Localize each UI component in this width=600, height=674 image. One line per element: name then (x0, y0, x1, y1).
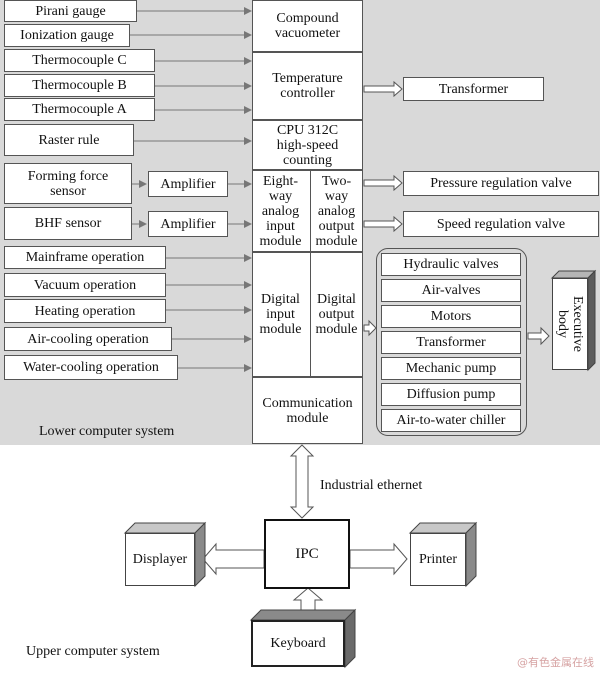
digital-output-module-label: Digital output module (315, 292, 358, 337)
analog-module-box (252, 170, 363, 252)
executive-body-box: Executive body (552, 278, 588, 370)
printer-box: Printer (410, 533, 466, 586)
communication-module-box: Communication module (252, 377, 363, 444)
analog-divider (310, 171, 311, 251)
keyboard-box: Keyboard (251, 620, 345, 667)
industrial-ethernet-label: Industrial ethernet (320, 478, 423, 493)
amplifier-box: Amplifier (148, 211, 228, 237)
transformer-output-box: Transformer (403, 77, 544, 101)
analog-input-module-label: Eight- way analog input module (259, 173, 302, 249)
compound-vacuometer-box: Compound vacuometer (252, 0, 363, 52)
actuator-item: Air-valves (381, 279, 521, 302)
pressure-regulation-valve-box: Pressure regulation valve (403, 171, 599, 196)
vacuum-operation-box: Vacuum operation (4, 273, 166, 297)
actuator-item: Air-to-water chiller (381, 409, 521, 432)
actuator-item: Motors (381, 305, 521, 328)
executive-body-label: Executive body (555, 296, 586, 352)
upper-arrows (202, 542, 408, 617)
mainframe-operation-box: Mainframe operation (4, 246, 166, 269)
lower-computer-system-label: Lower computer system (39, 424, 175, 439)
speed-regulation-valve-box: Speed regulation valve (403, 211, 599, 237)
bhf-sensor-box: BHF sensor (4, 207, 132, 240)
air-cooling-operation-box: Air-cooling operation (4, 327, 172, 351)
amplifier-box: Amplifier (148, 171, 228, 197)
cpu-312c-box: CPU 312C high-speed counting (252, 120, 363, 170)
actuator-item: Hydraulic valves (381, 253, 521, 276)
raster-rule-box: Raster rule (4, 124, 134, 156)
upper-computer-system-label: Upper computer system (26, 644, 160, 659)
ipc-box: IPC (264, 519, 350, 589)
actuator-item: Diffusion pump (381, 383, 521, 406)
digital-input-module-label: Digital input module (259, 292, 302, 337)
actuator-item: Mechanic pump (381, 357, 521, 380)
temperature-controller-box: Temperature controller (252, 52, 363, 120)
displayer-box: Displayer (125, 533, 195, 586)
forming-force-sensor-box: Forming force sensor (4, 163, 132, 204)
actuator-group (376, 248, 527, 436)
3d-sides (123, 269, 597, 669)
thermocouple-c-box: Thermocouple C (4, 49, 155, 72)
ethernet-arrow (289, 444, 315, 519)
analog-output-module-label: Two- way analog output module (315, 173, 358, 249)
heating-operation-box: Heating operation (4, 299, 166, 323)
output-arrows (363, 80, 550, 346)
actuator-item: Transformer (381, 331, 521, 354)
thermocouple-a-box: Thermocouple A (4, 98, 155, 121)
thermocouple-b-box: Thermocouple B (4, 74, 155, 97)
input-arrows (130, 7, 252, 372)
watermark-text: @有色金属在线 (517, 656, 594, 669)
pirani-gauge-box: Pirani gauge (4, 0, 137, 22)
ionization-gauge-box: Ionization gauge (4, 24, 130, 47)
digital-divider (310, 253, 311, 376)
water-cooling-operation-box: Water-cooling operation (4, 355, 178, 380)
digital-module-box (252, 252, 363, 377)
